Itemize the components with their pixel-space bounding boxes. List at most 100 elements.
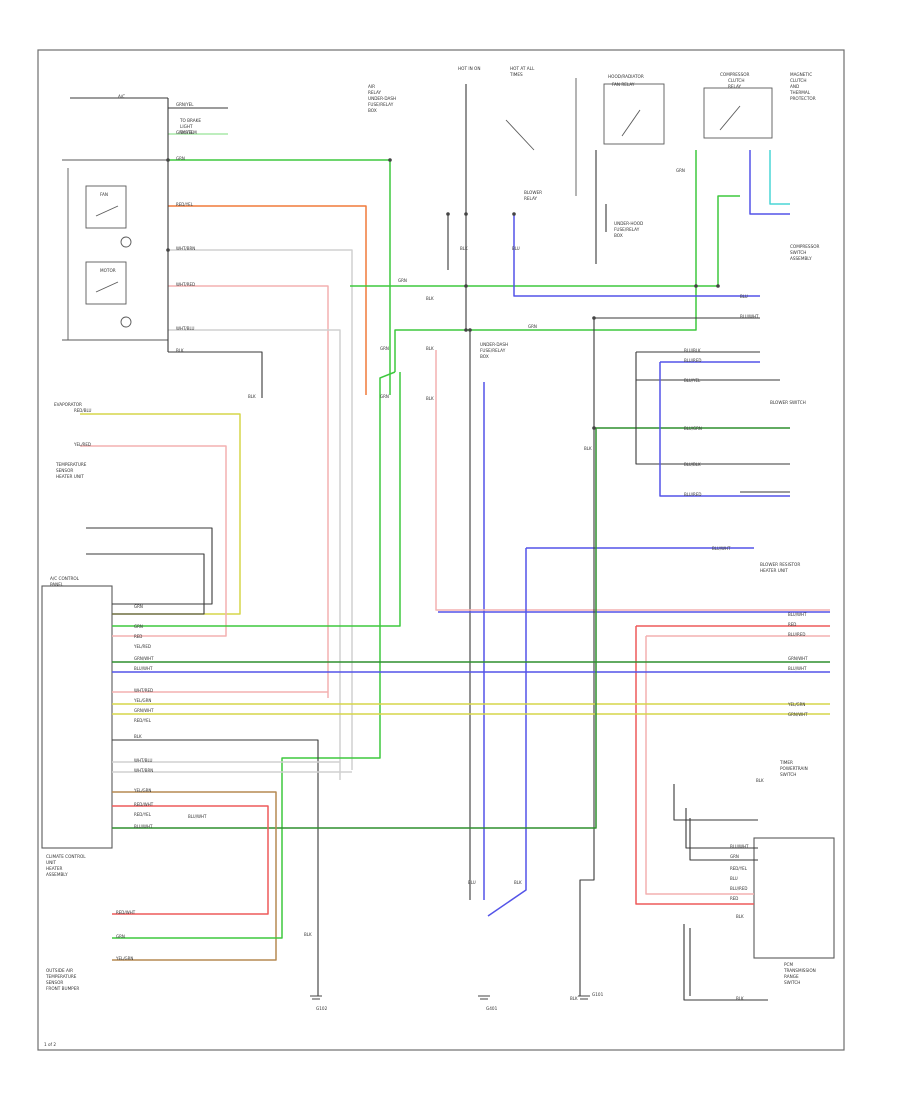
compressor-relay-switch <box>719 105 741 131</box>
wire-color-label: WHT/BRN <box>176 246 195 251</box>
wire-blue <box>487 548 527 917</box>
wire-color-label: BLU/WHT <box>788 666 807 671</box>
component-label: BLOWER SWITCH <box>770 400 806 405</box>
component-label: TEMPERATURE <box>45 974 77 979</box>
wire-color-label: BLK <box>248 394 256 399</box>
wire-white <box>168 329 341 780</box>
component-label: PANEL <box>50 582 64 587</box>
wire-green <box>394 150 697 372</box>
component-label: TO BRAKE <box>179 118 201 123</box>
component-label: PCM <box>784 962 793 967</box>
pcm-box <box>753 837 835 959</box>
component-label: CLIMATE CONTROL <box>46 854 86 859</box>
wire-color-label: BLU/GRN <box>684 426 702 431</box>
component-label: MOTOR <box>100 268 116 273</box>
wire-color-label: RED <box>788 622 796 627</box>
component-label: LIGHT <box>180 124 193 129</box>
wire-color-label: WHT/BLU <box>176 326 195 331</box>
wire-black <box>168 351 263 398</box>
wire-color-label: BLU/WHT <box>188 814 207 819</box>
splice-dot <box>716 284 720 288</box>
wire-green <box>168 159 391 395</box>
wire-color-label: WHT/RED <box>134 688 153 693</box>
wire-color-label: BLU/YEL <box>684 378 701 383</box>
wire-color-label: GRN <box>398 278 407 283</box>
component-label: UNDER-DASH <box>368 96 396 101</box>
wire-color-label: RED/WHT <box>116 910 136 915</box>
wire-color-label: YEL/GRN <box>115 956 133 961</box>
component-label: HOT IN ON <box>458 66 480 71</box>
component-label: FRONT BUMPER <box>46 986 79 991</box>
component-label: TIMER <box>779 760 793 765</box>
wire-color-label: GRN <box>134 604 143 609</box>
component-label: SYSTEM <box>180 130 197 135</box>
wire-black <box>683 924 768 1001</box>
component-label: FUSE/RELAY <box>368 102 394 107</box>
wire-color-label: BLU <box>740 294 748 299</box>
wire-color-label: GRN <box>134 624 143 629</box>
wire-color-label: BLK <box>176 348 184 353</box>
wire-color-label: GRN/WHT <box>788 656 808 661</box>
component-label: HOOD/RADIATOR <box>608 74 644 79</box>
wire-blue <box>659 362 790 497</box>
motor-diode-icon <box>120 316 132 328</box>
wire-black <box>86 553 205 615</box>
component-label: SENSOR <box>46 980 63 985</box>
ground-symbol-g102 <box>310 995 322 1000</box>
wire-color-label: BLU/BLK <box>684 348 701 353</box>
splice-dot <box>512 212 516 216</box>
component-label: HEATER UNIT <box>760 568 788 573</box>
component-label: TIMES <box>509 72 523 77</box>
component-label: UNIT <box>46 860 56 865</box>
component-label: BOX <box>368 108 377 113</box>
component-label: HEATER <box>46 866 63 871</box>
wire-black <box>112 739 319 996</box>
component-label: G101 <box>592 992 604 997</box>
hood-fan-relay-box <box>603 83 665 145</box>
component-label: HOT AT ALL <box>510 66 535 71</box>
wire-color-label: BLK <box>736 914 744 919</box>
wire-green <box>112 372 401 627</box>
wire-color-label: GRN/WHT <box>788 712 808 717</box>
wire-red <box>112 805 269 915</box>
wire-pink <box>645 636 754 895</box>
wire-color-label: GRN <box>380 394 389 399</box>
wire-orange <box>168 205 367 395</box>
component-label: POWERTRAIN <box>780 766 808 771</box>
component-label: FUSE/RELAY <box>614 227 640 232</box>
component-label: FAN RELAY <box>612 82 635 87</box>
wire-color-label: RED/YEL <box>134 812 152 817</box>
splice-dot <box>166 158 170 162</box>
splice-dot <box>468 328 472 332</box>
component-label: OUTSIDE AIR <box>46 968 73 973</box>
wire-color-label: YEL/RED <box>133 644 151 649</box>
wire-color-label: BLK <box>756 778 764 783</box>
fan-switch-box <box>85 185 127 229</box>
blower-relay-switch <box>505 119 535 151</box>
motor-switch-blade <box>95 281 119 293</box>
diagram-frame <box>37 49 845 1051</box>
wire-color-label: WHT/BLU <box>134 758 153 763</box>
splice-dot <box>166 248 170 252</box>
hood-relay-switch <box>621 109 641 137</box>
wire-color-label: YEL/RED <box>73 442 91 447</box>
fan-diode-icon <box>120 236 132 248</box>
component-label: RELAY <box>524 196 538 201</box>
wire-cyan <box>769 150 790 205</box>
splice-layer <box>166 158 720 430</box>
wire-color-label: GRN <box>176 156 185 161</box>
splice-dot <box>446 212 450 216</box>
component-label: G401 <box>486 1006 498 1011</box>
wire-black <box>579 318 595 996</box>
wire-green <box>112 900 283 939</box>
component-label: MAGNETIC <box>790 72 812 77</box>
wire-color-label: BLU/WHT <box>788 612 807 617</box>
component-label: FUSE/RELAY <box>480 348 506 353</box>
wire-color-label: BLU <box>512 246 520 251</box>
component-label: SWITCH <box>780 772 796 777</box>
wire-color-label: GRN <box>528 324 537 329</box>
wire-green <box>350 195 740 287</box>
component-label: CLUTCH <box>728 78 745 83</box>
component-label: RELAY <box>728 84 742 89</box>
